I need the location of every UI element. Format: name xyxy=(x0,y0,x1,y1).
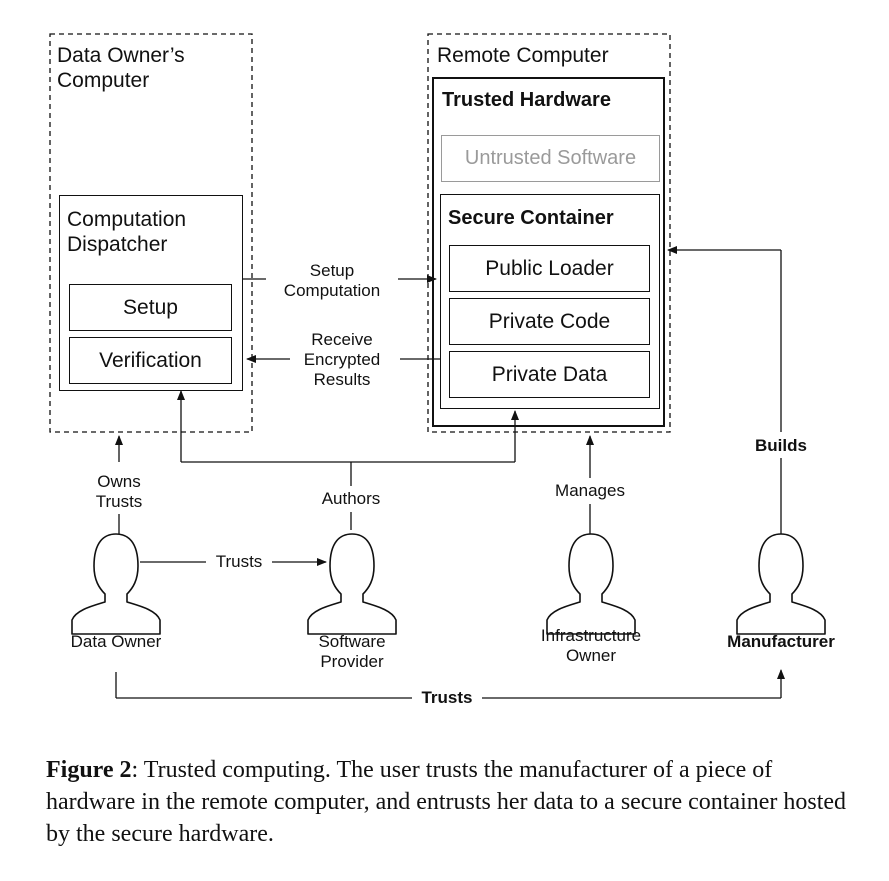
receive-line1: Receive xyxy=(311,330,373,349)
setup-box: Setup xyxy=(69,284,232,331)
infrastructure-owner-line2: Owner xyxy=(565,646,617,666)
software-provider-line2: Provider xyxy=(320,652,384,672)
manufacturer-person-icon xyxy=(736,533,826,635)
dispatcher-title-line1: Computation xyxy=(67,208,187,231)
infrastructure-owner-label: Infrastructure Owner xyxy=(516,626,666,666)
authors-label-text: Authors xyxy=(321,489,381,508)
caption-text: : Trusted computing. The user trusts the… xyxy=(46,757,847,848)
remote-computer-title: Remote Computer xyxy=(437,44,609,69)
manufacturer-label-text: Manufacturer xyxy=(727,632,835,651)
secure-container-title: Secure Container xyxy=(448,207,614,231)
trusts-middle-label-text: Trusts xyxy=(215,552,263,571)
setup-label: Setup xyxy=(123,295,178,319)
secure-container-label: Secure Container xyxy=(448,207,614,229)
secure-container-box xyxy=(440,194,660,409)
owns-label: Owns xyxy=(97,472,141,491)
software-provider-line1: Software xyxy=(318,632,386,651)
trusted-hardware-box xyxy=(432,77,665,427)
untrusted-software-label: Untrusted Software xyxy=(464,147,637,169)
data-owner-computer-title-line2: Computer xyxy=(57,68,150,92)
trusts-manufacturer-arrow xyxy=(115,669,785,699)
builds-label: Builds xyxy=(741,436,821,456)
trusted-hardware-label: Trusted Hardware xyxy=(442,89,611,111)
builds-arrow xyxy=(667,246,782,534)
trusts-bottom-label-text: Trusts xyxy=(421,688,473,707)
untrusted-software-box: Untrusted Software xyxy=(441,135,660,182)
verification-label: Verification xyxy=(99,348,202,372)
trusts-middle-label: Trusts xyxy=(204,552,274,572)
public-loader-box: Public Loader xyxy=(449,245,650,292)
software-provider-person-icon xyxy=(307,533,397,635)
private-data-label: Private Data xyxy=(491,362,608,386)
verification-box: Verification xyxy=(69,337,232,384)
owns-trusts-label-line2: Trusts xyxy=(95,492,143,512)
authors-connector xyxy=(177,390,519,530)
receive-line2: Encrypted xyxy=(303,350,381,370)
data-owner-person-icon xyxy=(71,533,161,635)
setup-computation-label: Setup Computation xyxy=(266,261,398,301)
trusts-bottom-label: Trusts xyxy=(410,688,484,708)
private-code-label: Private Code xyxy=(488,309,611,333)
data-owner-computer-boundary xyxy=(49,33,253,433)
setup-computation-line2: Computation xyxy=(283,281,381,301)
trusted-hardware-title: Trusted Hardware xyxy=(442,89,611,113)
data-owner-label: Data Owner xyxy=(46,632,186,652)
figure-caption: Figure 2: Trusted computing. The user tr… xyxy=(46,754,866,850)
computation-dispatcher-title: Computation Dispatcher xyxy=(67,208,186,258)
private-data-box: Private Data xyxy=(449,351,650,398)
remote-computer-boundary xyxy=(427,33,671,433)
owns-trusts-label: Owns Trusts xyxy=(79,472,159,512)
receive-results-label: Receive Encrypted Results xyxy=(282,330,402,390)
manages-label-text: Manages xyxy=(555,481,625,500)
infrastructure-owner-person-icon xyxy=(546,533,636,635)
data-owner-computer-title: Data Owner’s Computer xyxy=(57,44,185,94)
data-owner-label-text: Data Owner xyxy=(70,632,162,651)
private-code-box: Private Code xyxy=(449,298,650,345)
manufacturer-label: Manufacturer xyxy=(706,632,856,652)
authors-label: Authors xyxy=(306,489,396,509)
receive-line3: Results xyxy=(313,370,371,390)
setup-computation-line1: Setup xyxy=(309,261,355,280)
manages-label: Manages xyxy=(540,481,640,501)
data-owner-computer-title-line1: Data Owner’s xyxy=(57,44,185,67)
software-provider-label: Software Provider xyxy=(292,632,412,672)
builds-label-text: Builds xyxy=(755,436,807,455)
remote-computer-title-text: Remote Computer xyxy=(437,44,609,67)
public-loader-label: Public Loader xyxy=(485,256,614,280)
infrastructure-owner-line1: Infrastructure xyxy=(540,626,642,645)
dispatcher-title-line2: Dispatcher xyxy=(67,232,168,256)
computation-dispatcher-box xyxy=(59,195,243,391)
caption-label: Figure 2 xyxy=(46,757,132,783)
